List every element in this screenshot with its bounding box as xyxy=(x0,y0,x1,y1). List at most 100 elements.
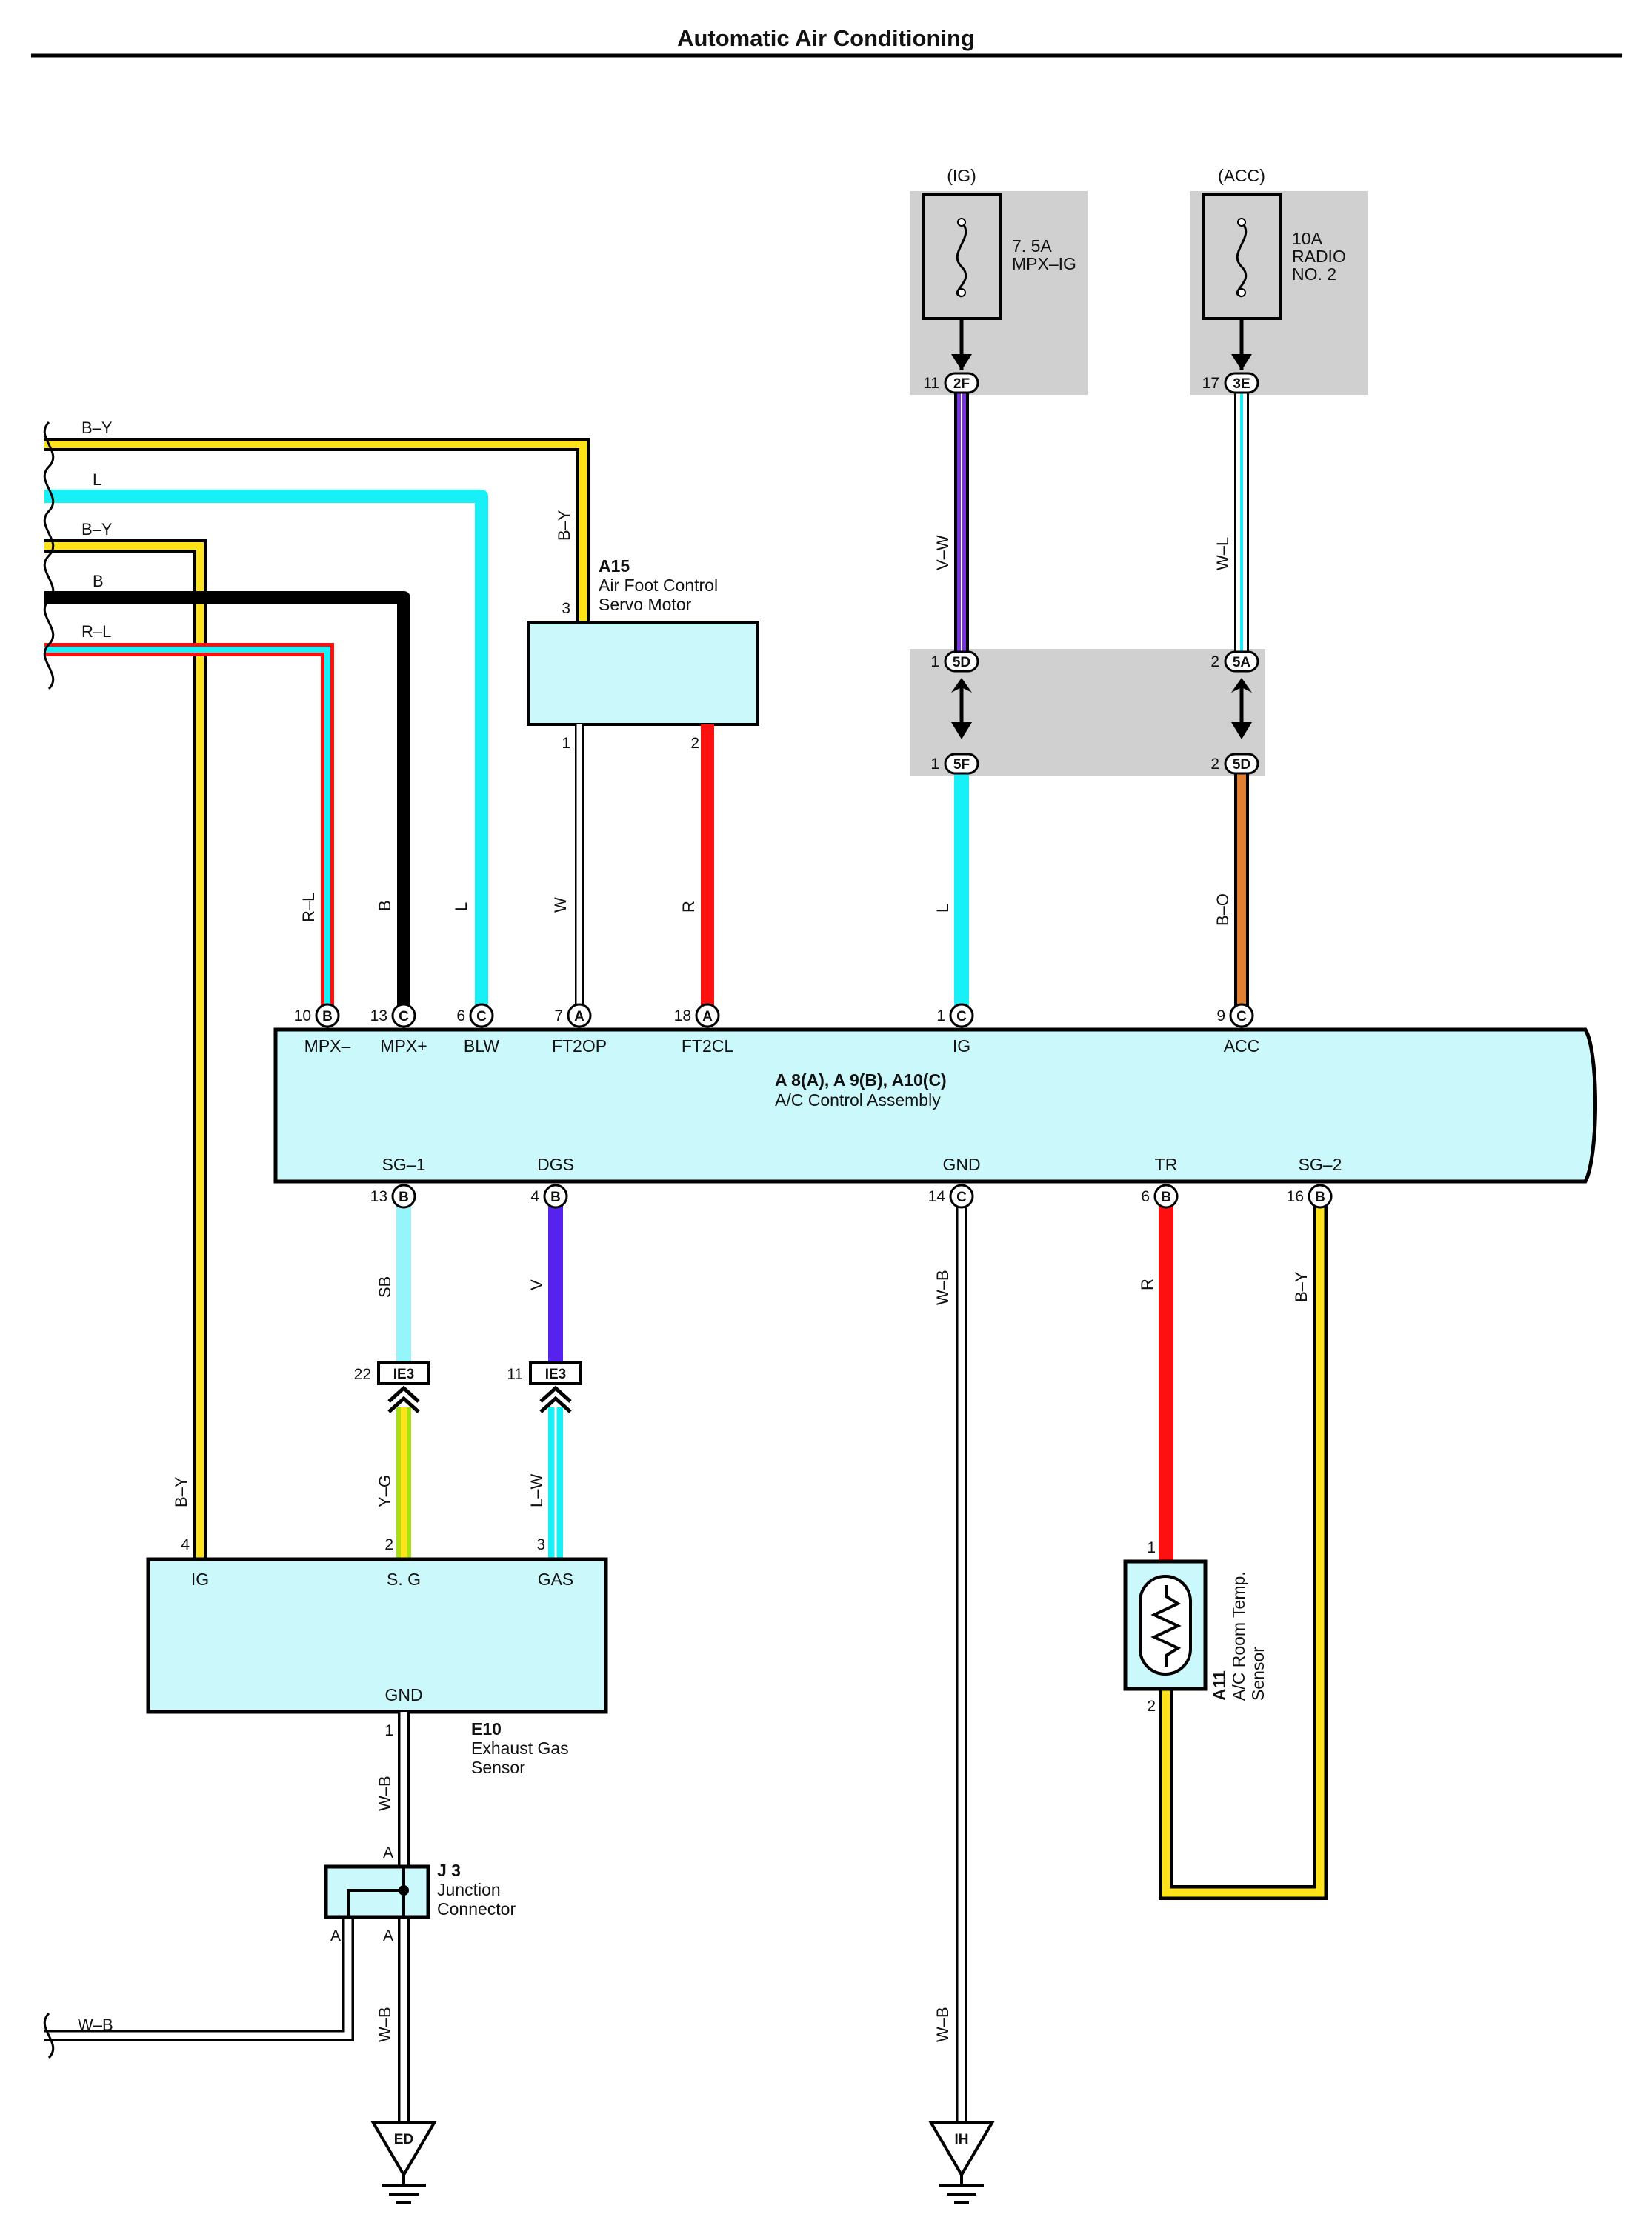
ac-top-pin-num-1: 13 xyxy=(370,1007,387,1024)
ac-bottom-pin-num-0: 13 xyxy=(370,1188,387,1205)
left-wire-label-3: B xyxy=(93,572,104,590)
a15-servo-motor xyxy=(527,621,759,726)
wire-l-left xyxy=(44,490,488,1007)
label-lw: L–W xyxy=(527,1474,546,1507)
label-yg: Y–G xyxy=(376,1475,394,1507)
wire-b-left xyxy=(44,591,410,1007)
wire-break-marks xyxy=(43,421,55,690)
a11-name2: Sensor xyxy=(1248,1647,1268,1701)
page-title: Automatic Air Conditioning xyxy=(677,25,975,51)
e10-pin-ig-num: 4 xyxy=(181,1536,190,1553)
j3-pin-bot-left: A xyxy=(330,1927,341,1944)
junction-5d-pin: 1 xyxy=(930,653,939,670)
j3-junction-connector xyxy=(324,1864,430,1919)
ac-top-pin-acc: C xyxy=(1229,1003,1254,1028)
ac-bottom-pin-gnd: C xyxy=(949,1184,974,1209)
ac-top-pin-label-3: FT2OP xyxy=(552,1036,607,1056)
svg-text:IH: IH xyxy=(955,2132,969,2147)
svg-text:5D: 5D xyxy=(1233,757,1250,773)
wire-by-1 xyxy=(44,438,590,621)
svg-text:2F: 2F xyxy=(953,376,970,392)
a15-code: A15 xyxy=(599,556,630,576)
fuse-radio-no2: (ACC) 10A RADIO NO. 2 xyxy=(1202,166,1346,320)
label-wb-j3: W–B xyxy=(376,2007,394,2042)
svg-text:B: B xyxy=(550,1190,561,1205)
ac-bottom-pin-num-3: 6 xyxy=(1141,1188,1150,1205)
label-l: L xyxy=(452,902,470,911)
e10-pin-gnd: GND xyxy=(384,1685,422,1704)
a11-name1: A/C Room Temp. xyxy=(1229,1571,1248,1701)
ac-top-pin-num-2: 6 xyxy=(456,1007,465,1024)
a15-pin-2: 2 xyxy=(690,735,699,752)
fuse-mpx-ig: (IG) 7. 5A MPX–IG xyxy=(922,166,1076,320)
svg-text:ED: ED xyxy=(394,2132,413,2147)
svg-text:C: C xyxy=(476,1009,487,1024)
a15-name1: Air Foot Control xyxy=(599,576,718,595)
ac-top-pin-label-5: IG xyxy=(953,1036,970,1056)
svg-text:C: C xyxy=(956,1009,967,1024)
ac-top-pin-label-6: ACC xyxy=(1224,1036,1260,1056)
left-wire-label-4: R–L xyxy=(81,622,111,641)
conn-3e: 3E xyxy=(1224,372,1259,394)
ground-ed: ED xyxy=(370,2121,437,2204)
label-b: B xyxy=(376,900,394,911)
e10-pin-sg: S. G xyxy=(387,1570,421,1589)
svg-text:A: A xyxy=(574,1009,584,1024)
ac-top-pin-num-0: 10 xyxy=(294,1007,311,1024)
left-wire-label-2: B–Y xyxy=(81,520,113,539)
wire-rl-left xyxy=(44,643,334,1007)
svg-text:5D: 5D xyxy=(953,655,970,670)
svg-text:A: A xyxy=(702,1009,713,1024)
svg-text:B: B xyxy=(1161,1190,1171,1205)
ac-bottom-pin-label-1: DGS xyxy=(537,1155,574,1174)
ig-source-label: (IG) xyxy=(947,166,976,185)
label-wb: W–B xyxy=(933,1270,952,1305)
label-vw: V–W xyxy=(933,535,952,570)
svg-text:C: C xyxy=(399,1009,409,1024)
label-l-ig: L xyxy=(933,904,952,913)
ac-bottom-pin-label-4: SG–2 xyxy=(1299,1155,1342,1174)
svg-text:B: B xyxy=(322,1009,333,1024)
ac-bottom-pin-num-4: 16 xyxy=(1287,1188,1304,1205)
ac-top-pin-label-1: MPX+ xyxy=(380,1036,427,1056)
a11-room-temp-sensor xyxy=(1123,1559,1208,1691)
label-wl: W–L xyxy=(1213,537,1232,570)
j3-pin-top: A xyxy=(383,1844,393,1861)
acc-fuse-name1: RADIO xyxy=(1292,247,1346,266)
ac-top-pin-num-4: 18 xyxy=(674,1007,691,1024)
e10-pin-gnd-num: 1 xyxy=(384,1722,393,1739)
ac-bottom-pin-label-0: SG–1 xyxy=(382,1155,426,1174)
ac-top-pin-ft2cl: A xyxy=(695,1003,720,1028)
ac-top-pin-label-0: MPX– xyxy=(304,1036,351,1056)
ac-top-pin-num-6: 9 xyxy=(1216,1007,1225,1024)
ac-control-assembly xyxy=(273,1027,1597,1184)
conn-ie3-22-pin: 22 xyxy=(354,1366,371,1383)
ac-top-pin-label-4: FT2CL xyxy=(682,1036,734,1056)
acc-fuse-rating: 10A xyxy=(1292,229,1323,248)
ac-bottom-pin-sg1: B xyxy=(391,1184,416,1209)
ac-bottom-pin-dgs: B xyxy=(543,1184,568,1209)
j3-code: J 3 xyxy=(437,1861,461,1880)
label-by-a15: B–Y xyxy=(555,510,573,541)
conn-3e-pin: 17 xyxy=(1202,375,1219,392)
e10-name1: Exhaust Gas xyxy=(471,1739,569,1758)
conn-2f: 2F xyxy=(944,372,979,394)
svg-text:IE3: IE3 xyxy=(393,1367,415,1382)
label-r-tr: R xyxy=(1138,1279,1156,1290)
label-r: R xyxy=(679,901,698,913)
label-by-ig: B–Y xyxy=(172,1476,190,1507)
e10-code: E10 xyxy=(471,1719,502,1739)
ig-fuse-rating: 7. 5A xyxy=(1012,236,1052,256)
a15-pin-1: 1 xyxy=(562,735,570,752)
svg-text:5A: 5A xyxy=(1233,655,1251,670)
e10-pin-sg-num: 2 xyxy=(384,1536,393,1553)
ac-top-pin-ig: C xyxy=(949,1003,974,1028)
label-rl: R–L xyxy=(299,893,318,922)
a11-code: A11 xyxy=(1210,1670,1229,1701)
wire-by-2 xyxy=(44,539,207,1558)
e10-pin-gas-num: 3 xyxy=(536,1536,545,1553)
ac-top-pin-ft2op: A xyxy=(567,1003,592,1028)
label-by-sg2: B–Y xyxy=(1292,1271,1310,1302)
label-v: V xyxy=(527,1279,546,1290)
